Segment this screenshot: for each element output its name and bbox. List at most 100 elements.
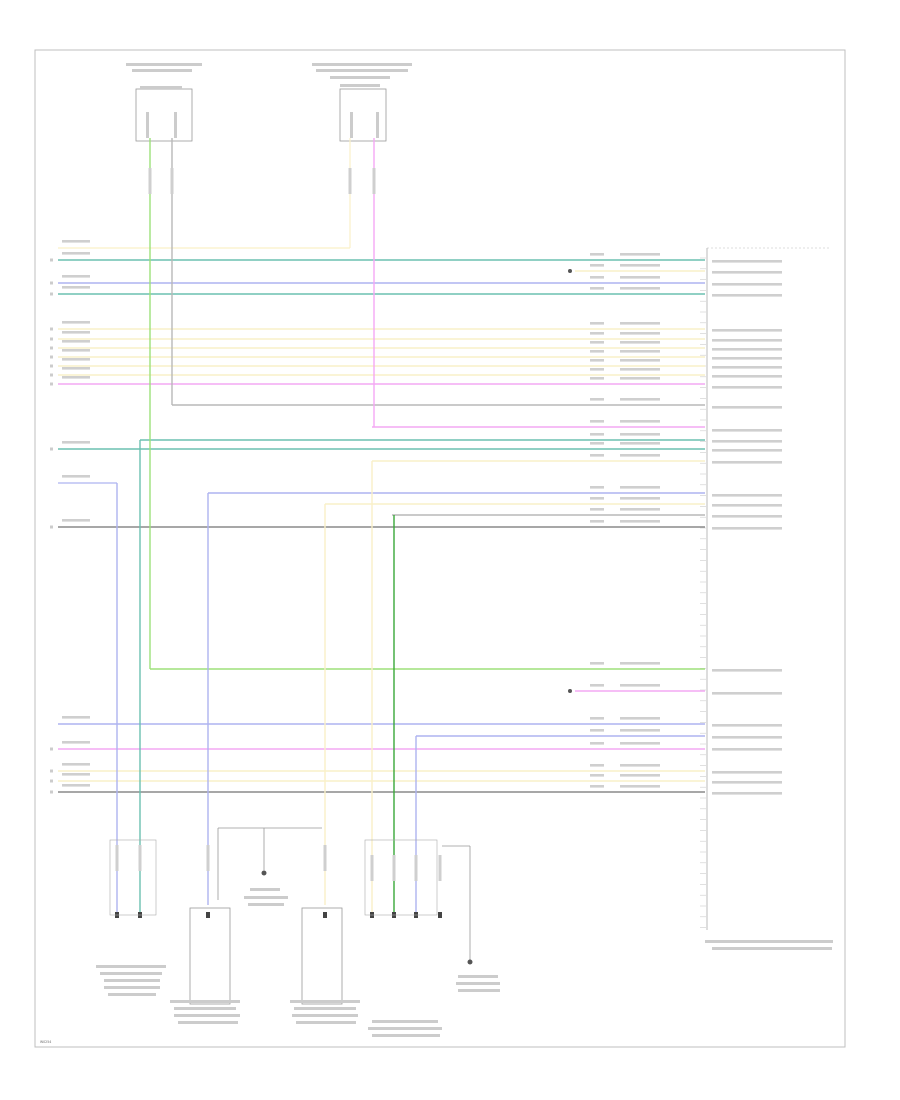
wire-circuit-label (590, 442, 604, 445)
left-pin-marker (50, 747, 53, 751)
pin-description (712, 527, 782, 530)
wire-circuit-label (590, 717, 604, 720)
left-wire-label (62, 716, 90, 719)
left-pin-marker (50, 373, 53, 377)
vertical-wire-label (115, 845, 119, 871)
left-wire-label (62, 763, 90, 766)
pin-description (712, 504, 782, 507)
bottom-sensor-1 (170, 907, 240, 1024)
pin-description (712, 771, 782, 774)
wire-circuit-label (590, 253, 604, 256)
wire-color-label (620, 508, 660, 511)
left-wire-label (62, 475, 90, 478)
wire-color-label (620, 341, 660, 344)
bottom-ground-1 (217, 827, 322, 906)
left-wire-label (62, 376, 90, 379)
pin-description (712, 329, 782, 332)
wire-circuit-label (590, 359, 604, 362)
left-wire-label (62, 331, 90, 334)
pin-terminal (438, 912, 442, 918)
pin-terminal (323, 912, 327, 918)
wire-circuit-label (590, 398, 604, 401)
wire-circuit-label (590, 420, 604, 423)
wire-color-label (620, 377, 660, 380)
vertical-wire-label (148, 168, 152, 194)
pin-description (712, 692, 782, 695)
wire-color-label (620, 368, 660, 371)
wire-circuit-label (590, 332, 604, 335)
pin-description (712, 283, 782, 286)
wire-circuit-label (590, 742, 604, 745)
left-wire-label (62, 741, 90, 744)
bottom-ground-2 (442, 845, 500, 992)
left-pin-marker (50, 779, 53, 783)
bottom-connector-1 (96, 839, 166, 996)
left-wire-label (62, 275, 90, 278)
wire-color-label (620, 785, 660, 788)
left-wire-label (62, 240, 90, 243)
pin-description (712, 449, 782, 452)
pin-description (712, 386, 782, 389)
wire-circuit-label (590, 508, 604, 511)
wire-color-label (620, 729, 660, 732)
wire-circuit-label (590, 368, 604, 371)
pin-description (712, 271, 782, 274)
wire-circuit-label (590, 785, 604, 788)
left-wire-label (62, 358, 90, 361)
diagram-frame (34, 49, 846, 1048)
left-wire-label (62, 286, 90, 289)
wire-color-label (620, 486, 660, 489)
left-pin-marker (50, 355, 53, 359)
wire-color-label (620, 764, 660, 767)
wire-color-label (620, 398, 660, 401)
vertical-wire-label (323, 845, 327, 871)
vertical-wire-label (392, 855, 396, 881)
wire-circuit-label (590, 486, 604, 489)
left-wire-label (62, 367, 90, 370)
page-code: W0254 (40, 1040, 51, 1044)
left-wire-label (62, 441, 90, 444)
left-pin-marker (50, 364, 53, 368)
left-pin-marker (50, 281, 53, 285)
left-pin-marker (50, 346, 53, 350)
top-connector-left (126, 63, 202, 142)
wire-color-label (620, 350, 660, 353)
wire-circuit-label (590, 684, 604, 687)
pin-description (712, 748, 782, 751)
wire-color-label (620, 520, 660, 523)
wire-color-label (620, 433, 660, 436)
left-wire-label (62, 784, 90, 787)
pin-description (712, 260, 782, 263)
wire-circuit-label (590, 264, 604, 267)
wire-color-label (620, 332, 660, 335)
main-connector-block (700, 247, 833, 950)
wire-circuit-label (590, 774, 604, 777)
left-wire-label (62, 340, 90, 343)
vertical-wire-label (370, 855, 374, 881)
wire-color-label (620, 662, 660, 665)
pin-description (712, 669, 782, 672)
wire-color-label (620, 442, 660, 445)
pin-description (712, 792, 782, 795)
pin-description (712, 406, 782, 409)
wire-color-label (620, 742, 660, 745)
pin-terminal (206, 912, 210, 918)
wire-circuit-label (590, 729, 604, 732)
pin-description (712, 348, 782, 351)
left-wire-label (62, 321, 90, 324)
left-wire-label (62, 349, 90, 352)
vertical-wire-label (438, 855, 442, 881)
top-connector-mid (312, 63, 412, 142)
wire-circuit-label (590, 377, 604, 380)
wire-color-label (620, 276, 660, 279)
left-pin-marker (50, 447, 53, 451)
wire-circuit-label (590, 433, 604, 436)
wire-color-label (620, 322, 660, 325)
bottom-connector-2 (364, 839, 442, 1037)
vertical-wire-label (348, 168, 352, 194)
wire-circuit-label (590, 322, 604, 325)
wire-circuit-label (590, 662, 604, 665)
pin-description (712, 724, 782, 727)
left-wire-label (62, 519, 90, 522)
